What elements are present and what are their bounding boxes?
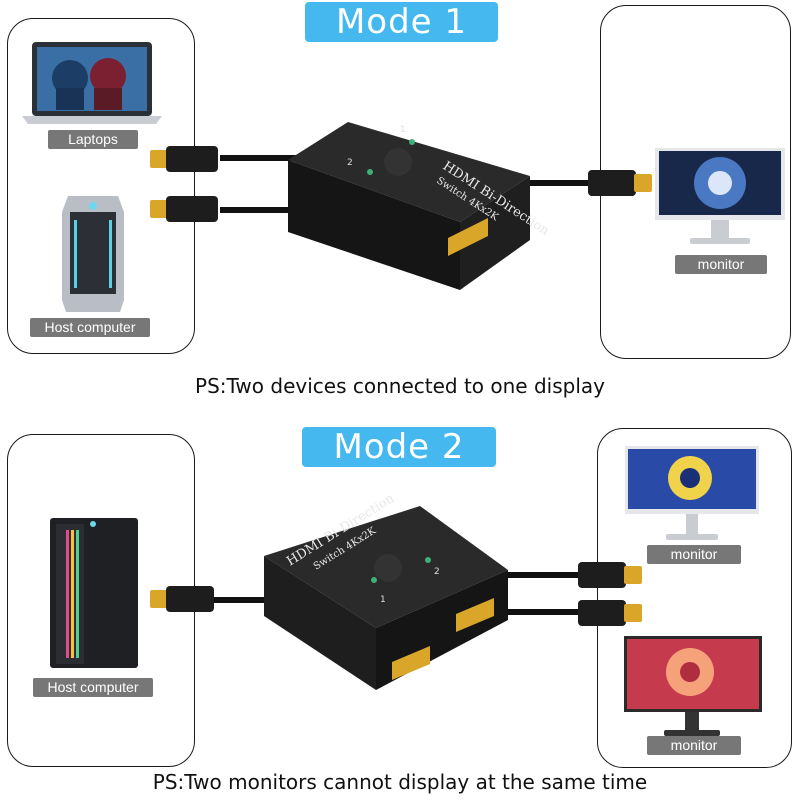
monitor-label: monitor bbox=[647, 736, 741, 755]
port-2-label: 2 bbox=[347, 158, 353, 168]
host-computer-label: Host computer bbox=[33, 678, 153, 697]
port-1-label: 1 bbox=[380, 595, 386, 605]
hdmi-plug-icon bbox=[578, 562, 642, 588]
mode-2-title: Mode 2 bbox=[302, 427, 496, 467]
hdmi-plug-icon bbox=[578, 600, 642, 626]
hdmi-switch-device: HDMI Bi-Direction Switch 4Kx2K 1 2 bbox=[288, 122, 552, 290]
hdmi-plug-icon bbox=[150, 146, 218, 172]
port-2-label: 2 bbox=[434, 567, 440, 577]
monitor-icon bbox=[655, 148, 785, 244]
hdmi-plug-icon bbox=[150, 586, 214, 612]
monitor-icon bbox=[624, 636, 762, 736]
monitor-icon bbox=[625, 446, 759, 540]
hdmi-plug-icon bbox=[588, 170, 652, 196]
host-computer-label: Host computer bbox=[30, 318, 150, 337]
host-computer-icon bbox=[62, 196, 124, 312]
monitor-label: monitor bbox=[675, 255, 767, 274]
host-computer-icon bbox=[50, 518, 138, 668]
mode-1-caption: PS:Two devices connected to one display bbox=[195, 374, 605, 398]
port-1-label: 1 bbox=[400, 125, 406, 135]
laptop-icon bbox=[22, 42, 162, 124]
hdmi-switch-device: HDMI Bi-Direction Switch 4Kx2K 1 2 bbox=[264, 491, 508, 690]
monitor-label: monitor bbox=[647, 545, 741, 564]
mode-2-caption: PS:Two monitors cannot display at the sa… bbox=[152, 770, 648, 794]
mode-1-title: Mode 1 bbox=[305, 2, 498, 42]
laptops-label: Laptops bbox=[48, 130, 138, 149]
hdmi-plug-icon bbox=[150, 196, 218, 222]
